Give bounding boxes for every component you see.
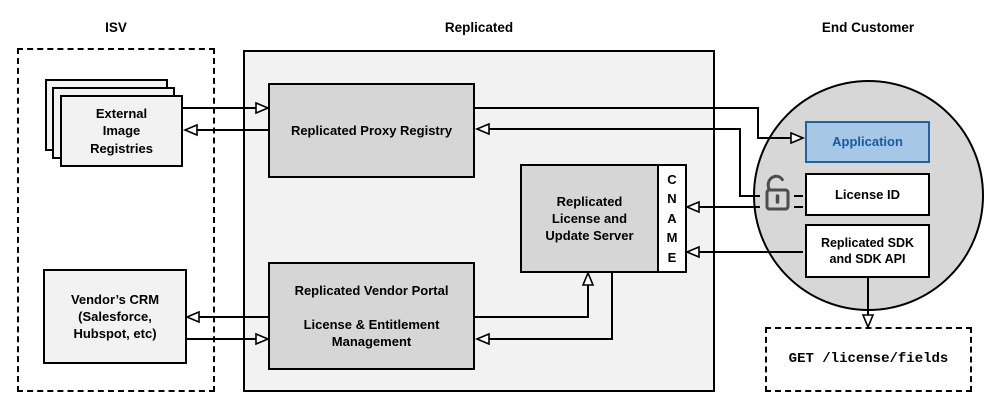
arrowhead [182,123,198,137]
replicated-proxy-registry-node: Replicated Proxy Registry [268,83,475,178]
external-image-registries-node: External Image Registries [60,95,183,167]
arrow-portal-to-license-server [475,285,589,318]
arrowhead [255,332,271,346]
replicated-license-update-server-node: Replicated License and Update Server [520,164,659,273]
application-node: Application [805,121,930,163]
arrowhead [474,332,490,346]
vendors-crm-node: Vendor’s CRM (Salesforce, Hubspot, etc) [43,269,187,364]
section-label-end-customer: End Customer [821,20,915,35]
open-padlock-icon [757,172,797,216]
section-label-replicated: Replicated [444,20,514,35]
arrowhead [581,270,595,286]
get-license-fields-node: GET /license/fields [765,327,972,392]
arrowhead [684,245,700,259]
arrowhead [790,131,806,145]
section-label-isv: ISV [105,20,127,35]
cname-label: CNAME [666,171,678,265]
license-id-node: License ID [805,173,930,216]
arrowhead [474,122,490,136]
arrowhead [684,200,700,214]
cname-node: CNAME [657,164,687,273]
arrowhead [861,314,875,330]
isv-section-frame [17,48,215,392]
arrowhead [184,310,200,324]
arrowhead [255,101,271,115]
arrow-license-server-to-portal [489,273,613,340]
replicated-sdk-node: Replicated SDK and SDK API [805,224,930,278]
arrow-proxy-to-application [475,107,791,139]
replicated-vendor-portal-node: Replicated Vendor Portal License & Entit… [268,262,475,370]
